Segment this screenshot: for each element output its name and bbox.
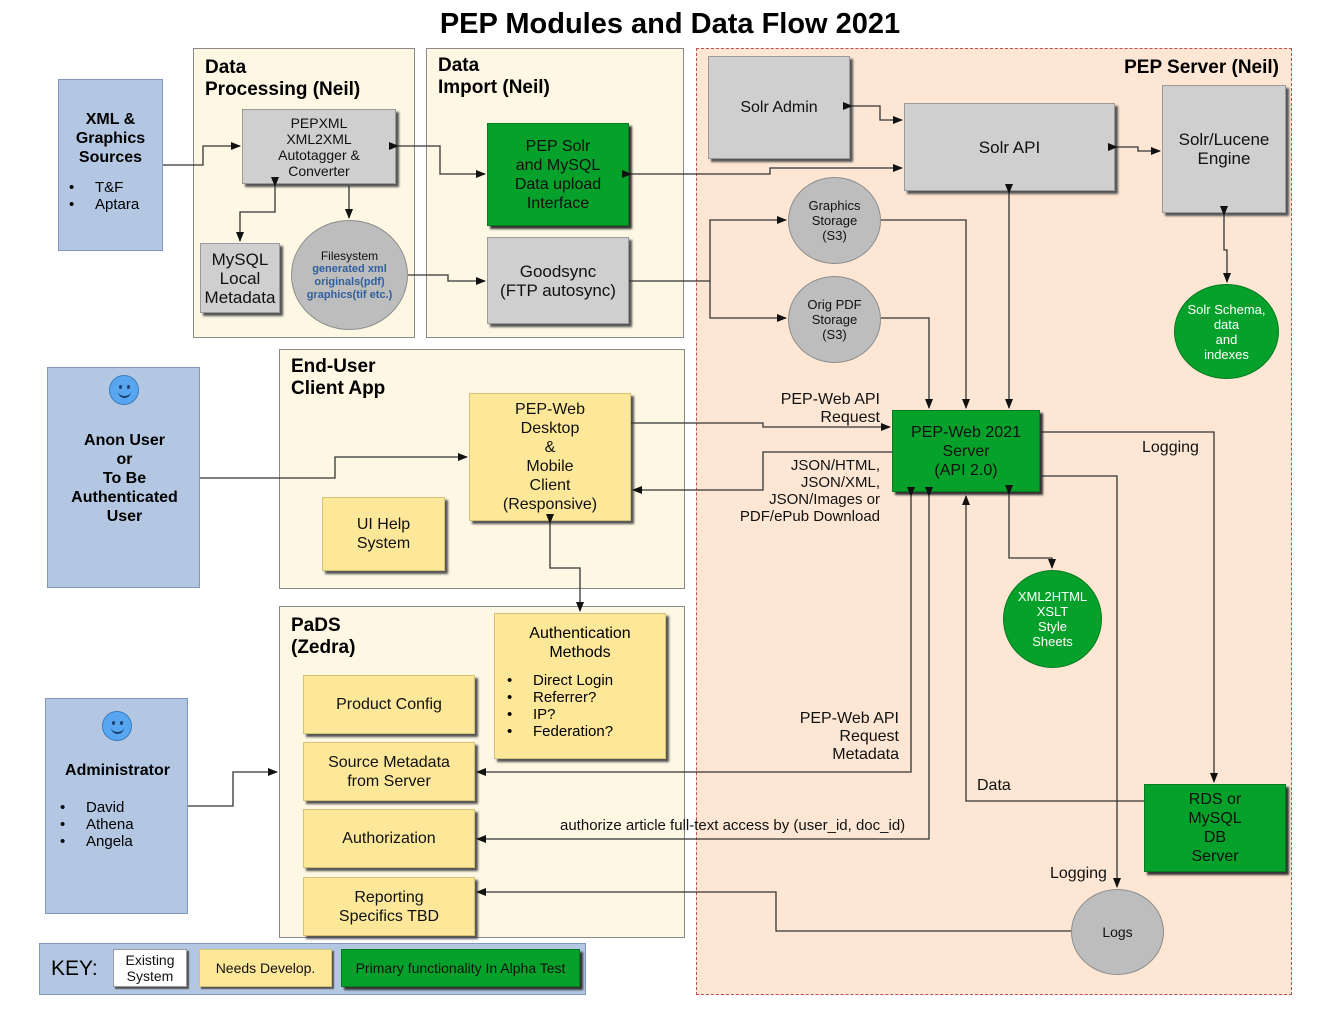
key-legend: KEY: Existing System Needs Develop. Prim… <box>39 943 586 995</box>
list-item: David <box>58 799 134 816</box>
reporting-box: Reporting Specifics TBD <box>303 877 475 936</box>
data-label: Data <box>977 777 1011 794</box>
diagram-title: PEP Modules and Data Flow 2021 <box>439 8 901 40</box>
mysql-local-metadata-box: MySQL Local Metadata <box>200 243 280 313</box>
connector <box>1005 485 1056 569</box>
connector <box>188 768 278 807</box>
connector <box>881 219 970 409</box>
pepxml-converter-box: PEPXML XML2XML Autotagger & Converter <box>242 109 396 184</box>
connector <box>632 451 892 494</box>
xml-graphics-sources: XML & Graphics Sources T&F Aptara <box>58 79 163 251</box>
pep-server-title: PEP Server (Neil) <box>1124 57 1279 78</box>
connector <box>476 487 933 843</box>
connector <box>1040 431 1218 783</box>
key-primary-alpha: Primary functionality In Alpha Test <box>341 949 580 987</box>
pads-title: PaDS (Zedra) <box>291 615 356 658</box>
solr-admin-box: Solr Admin <box>708 56 850 159</box>
xml-sources-list: T&F Aptara <box>67 179 162 213</box>
connector <box>200 453 468 479</box>
solr-schema-circle: Solr Schema, data and indexes <box>1174 284 1279 379</box>
administrator-actor: Administrator David Athena Angela <box>45 698 188 914</box>
connector <box>962 495 1144 802</box>
connector <box>1220 206 1231 283</box>
end-user-title: End-User Client App <box>291 356 386 399</box>
filesystem-circle: Filesystem generated xml originals(pdf) … <box>291 220 408 330</box>
key-existing-system: Existing System <box>113 949 187 987</box>
list-item: Athena <box>58 816 134 833</box>
product-config-box: Product Config <box>303 675 475 734</box>
xml2html-xslt-circle: XML2HTML XSLT Style Sheets <box>1003 570 1102 668</box>
logging-top-label: Logging <box>1142 439 1199 456</box>
solr-api-box: Solr API <box>904 103 1115 191</box>
rds-mysql-db-box: RDS or MySQL DB Server <box>1144 784 1286 872</box>
connector <box>236 177 279 242</box>
solr-lucene-engine-box: Solr/Lucene Engine <box>1162 85 1286 213</box>
logs-circle: Logs <box>1071 889 1164 975</box>
connector <box>389 142 486 178</box>
xml-graphics-sources-name: XML & Graphics Sources <box>75 111 146 166</box>
goodsync-box: Goodsync (FTP autosync) <box>487 237 629 324</box>
graphics-storage-circle: Graphics Storage (S3) <box>788 177 881 264</box>
key-needs-develop: Needs Develop. <box>199 949 332 987</box>
filesystem-title: Filesystem <box>320 248 379 263</box>
anon-user-actor: Anon User or To Be Authenticated User <box>47 367 200 588</box>
authorization-box: Authorization <box>303 809 475 868</box>
api-request-label: PEP-Web API Request <box>780 391 880 426</box>
connector <box>476 888 1071 932</box>
smiley-icon <box>109 375 139 405</box>
list-item: Angela <box>58 833 134 850</box>
source-metadata-box: Source Metadata from Server <box>303 742 475 801</box>
ui-help-system-box: UI Help System <box>322 497 445 571</box>
data-processing-title: Data Processing (Neil) <box>205 57 361 100</box>
filesystem-detail: generated xml originals(pdf) graphics(ti… <box>306 262 393 301</box>
key-label: KEY: <box>51 957 98 980</box>
pepweb-server-box: PEP-Web 2021 Server (API 2.0) <box>892 410 1040 492</box>
connector <box>546 514 584 612</box>
list-item: Aptara <box>67 196 162 213</box>
connector <box>476 487 915 776</box>
administrator-list: David Athena Angela <box>58 799 134 850</box>
connector <box>408 274 486 285</box>
solr-mysql-upload-box: PEP Solr and MySQL Data upload Interface <box>487 123 629 226</box>
administrator-name: Administrator <box>65 762 170 779</box>
list-item: T&F <box>67 179 162 196</box>
connector <box>163 142 241 166</box>
connector <box>843 102 903 124</box>
connector <box>709 281 787 322</box>
data-import-title: Data Import (Neil) <box>438 55 550 98</box>
connector <box>631 422 891 431</box>
connector <box>629 216 787 282</box>
orig-pdf-storage-circle: Orig PDF Storage (S3) <box>788 276 881 363</box>
connector <box>881 317 933 409</box>
logging-bottom-label: Logging <box>1050 865 1107 882</box>
anon-user-name: Anon User or To Be Authenticated User <box>71 432 178 525</box>
connector <box>1040 475 1121 888</box>
connector <box>1108 143 1161 155</box>
connector <box>622 164 903 178</box>
smiley-icon <box>102 711 132 741</box>
